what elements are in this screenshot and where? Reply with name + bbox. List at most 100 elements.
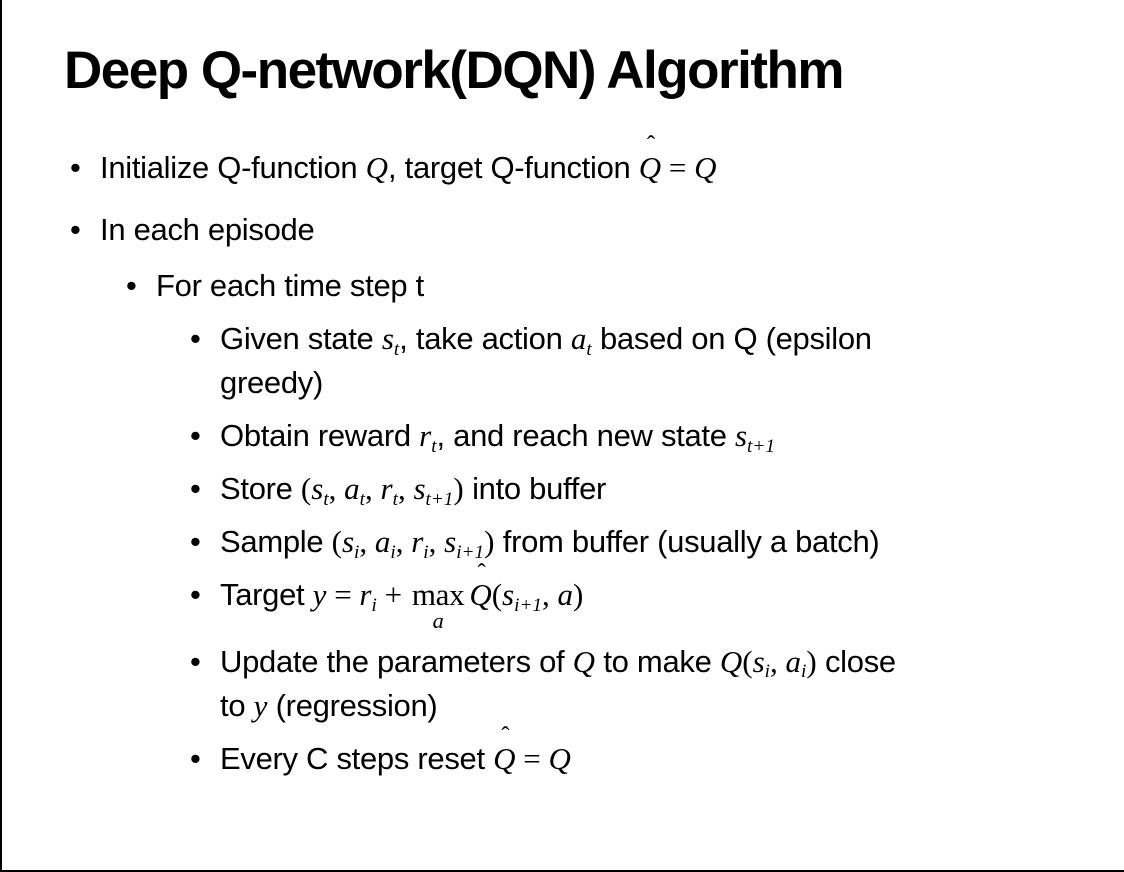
math-operator-segment: + xyxy=(376,577,410,613)
hat-icon: ˆ xyxy=(477,559,486,587)
text-segment: Target xyxy=(220,577,313,613)
text-segment: from buffer (usually a batch) xyxy=(494,524,880,560)
math-operator-segment: = xyxy=(661,150,695,186)
math-base: s xyxy=(381,321,394,357)
math-subscript-segment: si+1 xyxy=(502,573,542,617)
bullet-item: •Obtain reward rt, and reach new state s… xyxy=(190,414,1096,458)
math-segment: Q xyxy=(719,644,743,680)
bullet-marker-icon: • xyxy=(126,268,137,304)
hat-icon: ˆ xyxy=(501,723,510,751)
math-base: s xyxy=(752,644,765,680)
math-subscript: t+1 xyxy=(747,435,775,457)
math-operator-segment: , xyxy=(428,524,445,560)
math-subscript-segment: si xyxy=(753,640,770,684)
math-subscript: t xyxy=(359,488,366,510)
text-segment: For each time step t xyxy=(156,268,424,304)
math-operator-segment: = xyxy=(326,577,360,613)
text-segment: Store xyxy=(220,471,301,507)
math-operator-segment: ( xyxy=(300,471,312,507)
math-base: s xyxy=(341,524,355,560)
bullet-marker-icon: • xyxy=(190,577,201,613)
bullet-item: •Sample (si, ai, ri, si+1) from buffer (… xyxy=(190,520,1096,564)
bullet-marker-icon: • xyxy=(70,150,81,186)
text-segment: greedy) xyxy=(220,365,324,401)
bullet-content: Obtain reward rt, and reach new state st… xyxy=(220,414,1096,458)
text-segment: , target Q-function xyxy=(388,150,639,186)
text-segment: Every C steps reset xyxy=(220,741,494,777)
math-operator-segment: ( xyxy=(742,644,753,680)
math-operator-segment: , xyxy=(395,524,412,560)
math-subscript-segment: at xyxy=(571,317,592,361)
text-segment: Obtain reward xyxy=(220,418,420,454)
math-subscript-segment: ai xyxy=(375,520,396,564)
bullet-content: Initialize Q-function Q, target Q-functi… xyxy=(100,134,1096,190)
math-subscript-segment: rt xyxy=(419,414,436,458)
math-subscript-segment: si xyxy=(342,520,359,564)
text-segment: Given state xyxy=(220,321,382,357)
math-subscript: i xyxy=(371,594,377,616)
math-base: Q xyxy=(638,150,662,186)
math-operator-segment: ) xyxy=(573,577,584,613)
math-subscript: i xyxy=(354,541,360,563)
math-subscript-segment: si+1 xyxy=(444,520,484,564)
math-subscript: t xyxy=(586,338,592,360)
math-subscript-segment: at xyxy=(344,467,365,511)
math-subscript-segment: st+1 xyxy=(413,467,453,511)
text-segment: into buffer xyxy=(463,471,607,507)
text-segment: Sample xyxy=(220,524,332,560)
math-operator-segment: , xyxy=(365,471,381,507)
math-segment: y xyxy=(312,577,327,613)
math-operator-segment: ( xyxy=(331,524,342,560)
max-label: max xyxy=(411,577,465,613)
bullet-list: • Initialize Q-function Q, target Q-funct… xyxy=(64,134,1096,781)
bullet-content: Update the parameters of Q to make Q(si,… xyxy=(220,640,1096,728)
math-base: a xyxy=(374,524,391,560)
math-subscript: t xyxy=(431,435,437,457)
math-base: r xyxy=(419,418,432,454)
math-operator-segment: ) xyxy=(806,644,817,680)
math-operator-segment: , xyxy=(769,644,786,680)
bullet-item: •Store (st, at, rt, st+1) into buffer xyxy=(190,467,1096,511)
text-segment: close xyxy=(816,644,896,680)
math-base: r xyxy=(411,524,424,560)
math-base: a xyxy=(785,644,801,680)
math-subscript: i xyxy=(423,541,429,563)
math-operator-segment: ) xyxy=(453,471,464,507)
math-subscript: t xyxy=(393,338,400,360)
math-subscript-segment: ri xyxy=(359,573,376,617)
math-subscript-segment: ri xyxy=(411,520,428,564)
math-operator-segment: , xyxy=(542,577,558,613)
bullet-marker-icon: • xyxy=(190,524,201,560)
bullet-content: In each episode xyxy=(100,208,1096,252)
text-segment: In each episode xyxy=(100,212,315,248)
text-segment: to xyxy=(220,688,254,724)
text-segment: (regression) xyxy=(267,688,438,724)
slide-title: Deep Q-network(DQN) Algorithm xyxy=(64,41,844,100)
bullet-item: • For each time step t xyxy=(126,264,1096,308)
math-subscript-segment: st xyxy=(382,317,399,361)
math-segment: y xyxy=(253,688,268,724)
math-base: s xyxy=(311,471,324,507)
text-segment: based on Q (epsilon xyxy=(591,321,872,357)
math-operator-segment: ) xyxy=(484,524,495,560)
bullet-item: •In each episode xyxy=(70,208,1096,252)
math-segment: Q xyxy=(694,150,717,186)
bullet-content: For each time step t xyxy=(156,264,1096,308)
math-base: s xyxy=(734,418,748,454)
math-operator-segment: , xyxy=(328,471,345,507)
math-subscript-segment: st xyxy=(311,467,328,511)
math-subscript: t xyxy=(323,488,329,510)
bullet-marker-icon: • xyxy=(190,418,201,454)
math-base: a xyxy=(344,471,360,507)
math-base: s xyxy=(502,577,515,613)
math-operator-segment: , xyxy=(359,524,375,560)
bullet-item: • Initialize Q-function Q, target Q-funct… xyxy=(70,134,1096,190)
math-subscript: t+1 xyxy=(425,488,454,510)
